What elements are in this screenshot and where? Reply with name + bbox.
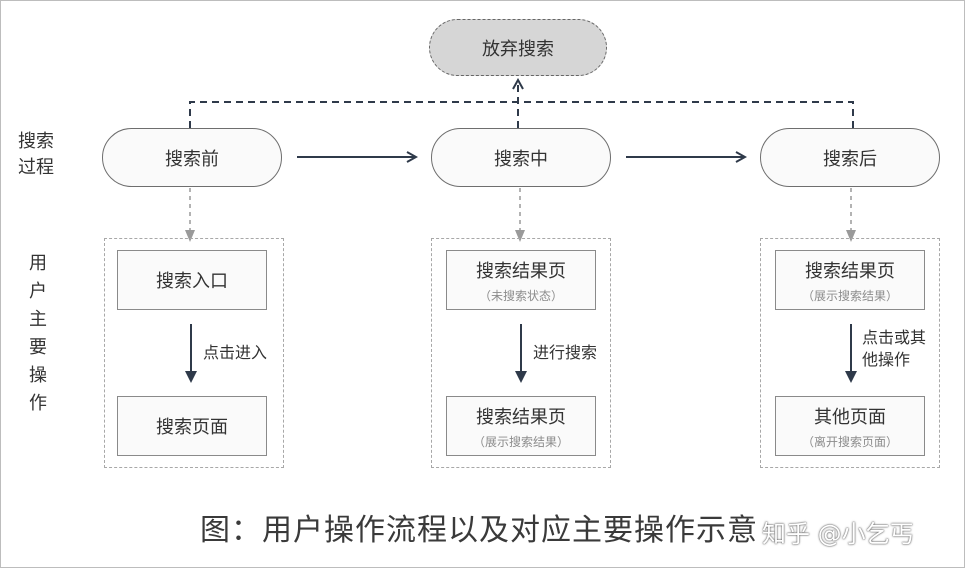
stage-after-node: 搜索后: [760, 128, 940, 187]
op-main-label: 搜索结果页: [476, 406, 566, 428]
op-box: 搜索结果页 （展示搜索结果）: [446, 396, 596, 456]
stage-during-node: 搜索中: [431, 128, 611, 187]
operations-group-before: [104, 238, 284, 468]
op-box: 搜索结果页 （展示搜索结果）: [775, 250, 925, 310]
op-box: 其他页面 （离开搜索页面）: [775, 396, 925, 456]
abandon-search-node: 放弃搜索: [429, 19, 607, 76]
op-main-label: 搜索结果页: [805, 260, 895, 282]
op-box: 搜索入口: [117, 250, 267, 310]
stage-label: 搜索中: [494, 148, 548, 170]
op-sub-label: （展示搜索结果）: [472, 434, 569, 449]
operation-label: 用户主要操作: [29, 253, 47, 414]
stage-label: 搜索后: [823, 148, 877, 170]
process-label: 搜索 过程: [18, 131, 54, 178]
action-label: 点击或其 他操作: [862, 328, 927, 369]
op-box: 搜索结果页 （未搜索状态）: [446, 250, 596, 310]
op-main-label: 搜索结果页: [476, 260, 566, 282]
watermark: 知乎 @小乞丐: [762, 520, 914, 548]
op-sub-label: （未搜索状态）: [478, 288, 563, 303]
action-label: 点击进入: [203, 343, 268, 362]
op-main-label: 搜索页面: [156, 417, 228, 438]
op-sub-label: （离开搜索页面）: [801, 434, 898, 449]
action-label: 进行搜索: [533, 343, 598, 362]
abandon-search-label: 放弃搜索: [482, 38, 554, 60]
op-main-label: 搜索入口: [156, 271, 228, 292]
stage-before-node: 搜索前: [102, 128, 282, 187]
abandon-connector: [189, 80, 854, 128]
figure-caption: 图：用户操作流程以及对应主要操作示意: [200, 513, 758, 548]
op-main-label: 其他页面: [814, 406, 886, 428]
operations-group-after: [760, 238, 940, 468]
op-box: 搜索页面: [117, 396, 267, 456]
operations-group-during: [431, 238, 611, 468]
op-sub-label: （展示搜索结果）: [801, 288, 898, 303]
stage-label: 搜索前: [165, 148, 219, 170]
